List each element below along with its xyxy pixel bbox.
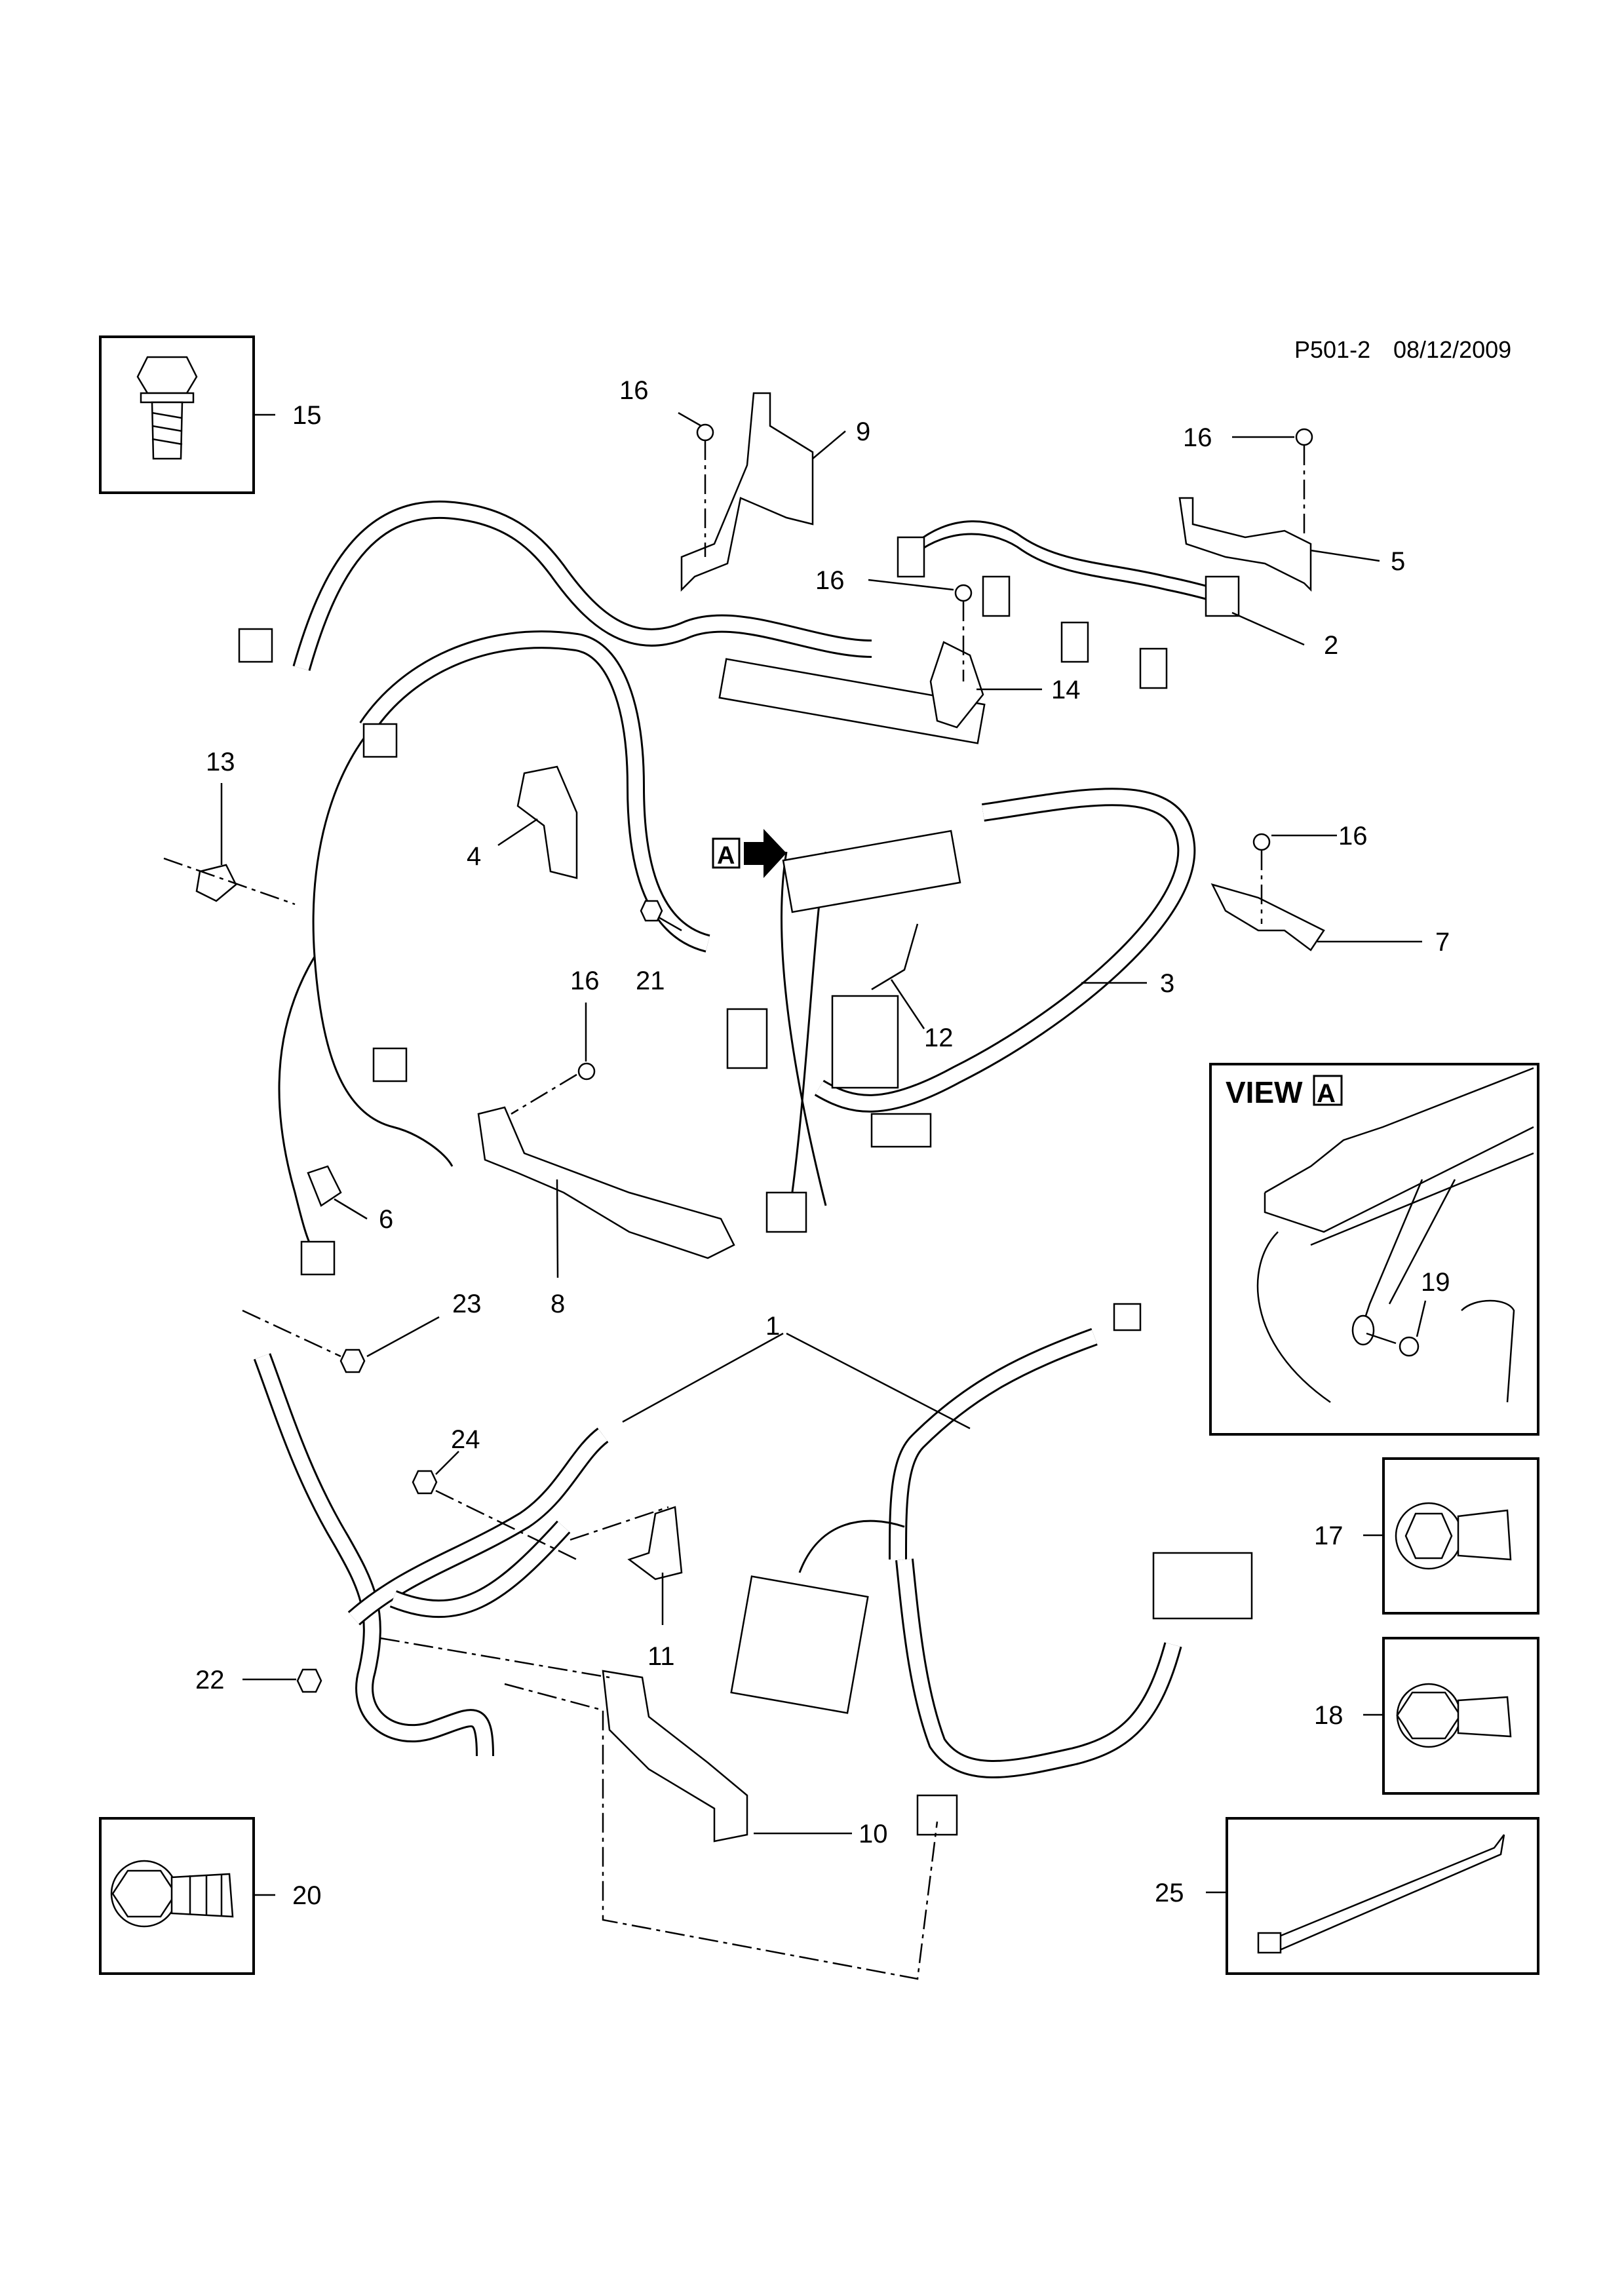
callout-16: 16 <box>619 376 649 405</box>
callout-17: 17 <box>1314 1521 1344 1550</box>
page-date: 08/12/2009 <box>1393 336 1511 363</box>
callout-4: 4 <box>467 842 481 871</box>
page-code: P501-2 <box>1294 336 1370 363</box>
callout-16: 16 <box>815 566 845 595</box>
part-9-bracket[interactable]: 9 <box>680 392 870 592</box>
callout-25: 25 <box>1155 1879 1184 1907</box>
callout-24: 24 <box>451 1425 480 1454</box>
connector-icon <box>300 1240 336 1276</box>
part-11-clip[interactable]: 11 <box>570 1506 683 1671</box>
part-2-injector-harness[interactable]: 2 <box>897 520 1338 689</box>
view-a-detail-box: VIEW A 19 <box>1209 1063 1539 1436</box>
part-14-bracket[interactable]: 16 14 <box>815 566 1081 729</box>
part-20-bolt-box[interactable]: 20 <box>99 1817 322 1975</box>
callout-23: 23 <box>452 1290 482 1318</box>
part-15-bolt-box[interactable]: 15 <box>99 335 322 494</box>
callout-21: 21 <box>636 966 665 995</box>
callout-13: 13 <box>206 748 235 776</box>
callout-18: 18 <box>1314 1701 1344 1730</box>
callout-22: 22 <box>195 1666 225 1694</box>
part-25-cable-tie-box[interactable]: 25 <box>1155 1817 1539 1975</box>
callout-2: 2 <box>1324 631 1338 660</box>
view-a-marker-letter: A <box>1317 1079 1336 1108</box>
callout-16: 16 <box>570 966 600 995</box>
connector-icon <box>238 628 273 663</box>
callout-5: 5 <box>1391 547 1405 576</box>
part-12-ground-lead[interactable]: 12 <box>871 923 954 1052</box>
part-18-bolt-box[interactable]: 18 <box>1314 1637 1539 1795</box>
callout-11: 11 <box>648 1642 675 1671</box>
part-16-bolt[interactable]: 16 <box>619 376 714 557</box>
callout-9: 9 <box>856 417 870 446</box>
connector-icon <box>372 1047 408 1082</box>
view-a-title: VIEW <box>1226 1075 1303 1109</box>
part-7-bracket[interactable]: 16 7 <box>1210 822 1450 957</box>
arrow-right-icon <box>744 829 786 878</box>
callout-16: 16 <box>1338 822 1368 851</box>
part-10-bracket[interactable]: 10 <box>379 1637 938 1980</box>
callout-14: 14 <box>1051 676 1081 704</box>
callout-12: 12 <box>924 1024 954 1052</box>
part-21-nut[interactable]: 21 <box>636 900 682 995</box>
part-22-nut[interactable]: 22 <box>195 1666 322 1694</box>
part-5-bracket[interactable]: 16 5 <box>1178 423 1405 592</box>
callout-16: 16 <box>1183 423 1212 452</box>
view-a-marker: A <box>712 829 786 878</box>
callout-1: 1 <box>765 1312 780 1341</box>
part-13-clip[interactable]: 13 <box>163 748 296 906</box>
part-24-nut[interactable]: 24 <box>412 1425 577 1561</box>
connector-icon <box>362 723 398 758</box>
callout-15: 15 <box>292 401 322 430</box>
callout-19: 19 <box>1421 1268 1450 1297</box>
callout-20: 20 <box>292 1881 322 1910</box>
part-3-engine-harness[interactable]: 3 <box>238 500 1196 1276</box>
part-8-bracket[interactable]: 16 8 <box>477 966 735 1318</box>
part-1-main-harness[interactable]: 1 <box>253 1303 1253 1836</box>
bolt-icon <box>136 356 198 460</box>
part-4-cover[interactable]: 4 <box>467 765 578 879</box>
part-23-nut[interactable]: 23 <box>242 1290 482 1373</box>
part-6-clip[interactable]: 6 <box>307 1165 393 1234</box>
flange-bolt-icon <box>110 1860 234 1928</box>
hex-bolt-icon <box>1396 1683 1512 1748</box>
torx-bolt-icon <box>1395 1502 1512 1570</box>
callout-8: 8 <box>551 1290 565 1318</box>
callout-7: 7 <box>1435 928 1450 957</box>
callout-3: 3 <box>1160 969 1174 998</box>
part-17-bolt-box[interactable]: 17 <box>1314 1457 1539 1615</box>
cable-tie-icon <box>1257 1834 1505 1954</box>
callout-6: 6 <box>379 1205 393 1234</box>
callout-10: 10 <box>859 1820 888 1848</box>
svg-text:A: A <box>717 842 735 870</box>
